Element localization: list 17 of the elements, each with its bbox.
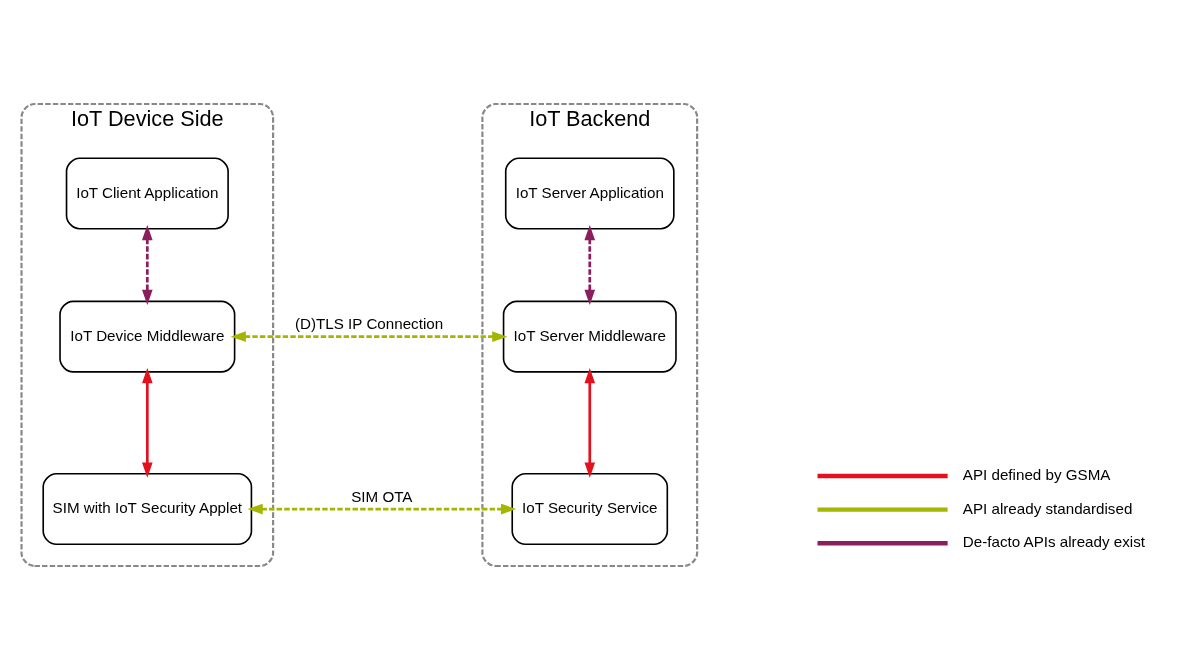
node-box: IoT Server Middleware xyxy=(502,300,677,373)
node-box: IoT Device Middleware xyxy=(59,300,236,373)
node-box: IoT Security Service xyxy=(511,472,669,545)
arrow xyxy=(142,224,153,305)
arrow xyxy=(247,503,517,514)
arrow xyxy=(142,367,153,478)
arrow xyxy=(584,367,596,478)
arrow xyxy=(230,330,508,342)
legend-label: De-facto APIs already exist xyxy=(962,532,1145,550)
node-box: IoT Server Application xyxy=(504,156,675,230)
node-box: IoT Client Application xyxy=(65,156,229,230)
edge-label: SIM OTA xyxy=(351,487,413,505)
edge-label: (D)TLS IP Connection xyxy=(295,314,444,332)
legend-label: API already standardised xyxy=(962,499,1133,517)
legend-label: API defined by GSMA xyxy=(962,465,1111,483)
arrow xyxy=(584,224,596,305)
node-box: SIM with IoT Security Applet xyxy=(42,472,253,545)
